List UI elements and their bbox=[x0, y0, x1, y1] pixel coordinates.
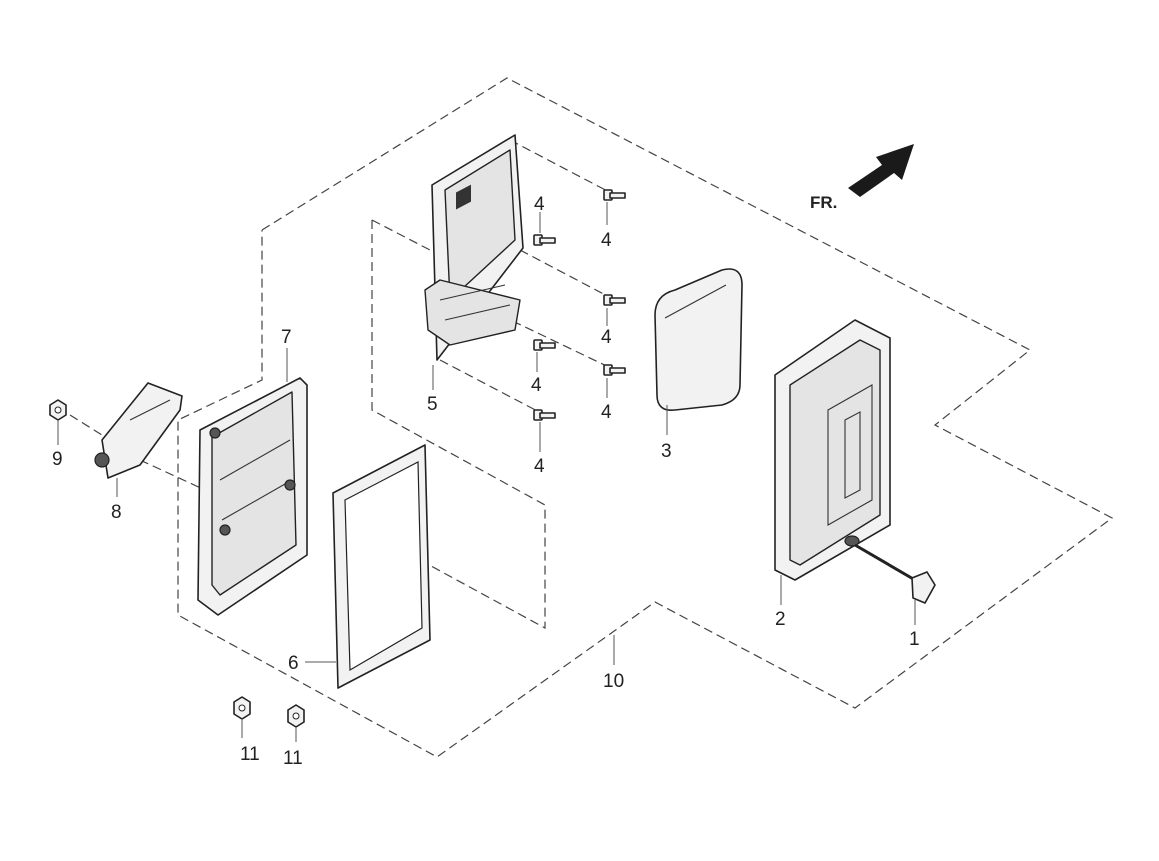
callout-7: 7 bbox=[281, 327, 292, 348]
align-line-bolt-bottom bbox=[439, 359, 546, 416]
callout-4-a: 4 bbox=[534, 194, 545, 215]
align-line-nut bbox=[69, 414, 111, 441]
wing-bolt-part bbox=[854, 543, 936, 604]
callout-11-b: 11 bbox=[283, 748, 303, 769]
nut-icon bbox=[49, 399, 67, 421]
gasket-part bbox=[332, 444, 431, 689]
intake-grille bbox=[456, 184, 471, 210]
bolt-icon bbox=[533, 339, 556, 351]
callout-2: 2 bbox=[775, 609, 786, 630]
bolt-icon bbox=[533, 234, 556, 246]
callout-4-e: 4 bbox=[601, 402, 612, 423]
callout-11-a: 11 bbox=[240, 744, 260, 765]
front-marker-label: FR. bbox=[810, 193, 837, 212]
align-line-bracket bbox=[139, 459, 206, 491]
nut-icon bbox=[287, 704, 305, 728]
bolt-icon bbox=[533, 409, 556, 421]
filter-case-part bbox=[197, 377, 308, 616]
callout-9: 9 bbox=[52, 449, 63, 470]
nut-icon bbox=[233, 696, 251, 720]
callout-5: 5 bbox=[427, 394, 438, 415]
assembly-boundary-inner bbox=[371, 220, 546, 630]
callout-8: 8 bbox=[111, 502, 122, 523]
assembly-boundary-outer bbox=[177, 77, 1114, 758]
callout-3: 3 bbox=[661, 441, 672, 462]
callout-6: 6 bbox=[288, 653, 299, 674]
air-cleaner-cover-part bbox=[774, 319, 891, 581]
callout-10: 10 bbox=[603, 671, 624, 692]
bolt-icon bbox=[603, 294, 626, 306]
align-line-bolt-top bbox=[509, 139, 616, 196]
bolt-icon bbox=[603, 189, 626, 201]
align-line-bolt-low bbox=[499, 314, 616, 371]
bracket-part bbox=[94, 382, 183, 479]
callout-4-f: 4 bbox=[534, 456, 545, 477]
foam-filter-part bbox=[654, 268, 743, 412]
bolt-icon bbox=[603, 364, 626, 376]
inner-boundary-link bbox=[371, 219, 431, 251]
front-direction-arrow-icon bbox=[848, 144, 914, 197]
callout-1: 1 bbox=[909, 629, 920, 650]
align-line-bolt-mid bbox=[519, 249, 616, 301]
callout-4-c: 4 bbox=[601, 327, 612, 348]
intake-plate-part bbox=[424, 134, 524, 361]
callout-4-d: 4 bbox=[531, 375, 542, 396]
callout-4-b: 4 bbox=[601, 230, 612, 251]
